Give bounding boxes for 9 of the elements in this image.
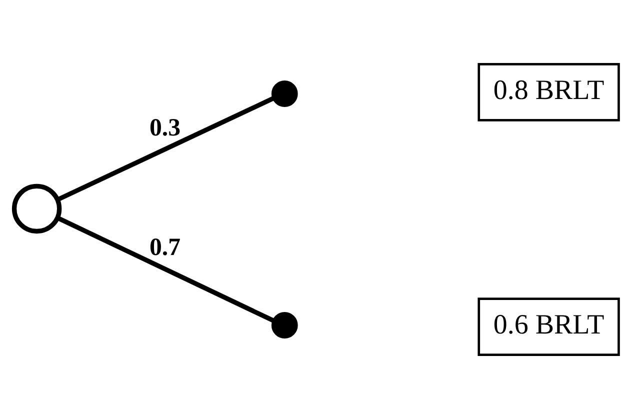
connector bbox=[56, 216, 274, 323]
node-dot bbox=[271, 80, 298, 107]
node-box: 0.6 BRLT bbox=[478, 298, 620, 356]
node-box: 0.8 BRLT bbox=[478, 63, 620, 122]
edge-label: 0.7 bbox=[149, 234, 181, 262]
node-circle bbox=[12, 184, 62, 234]
node-dot bbox=[271, 312, 298, 338]
connector bbox=[56, 96, 274, 202]
edge-label: 0.3 bbox=[149, 114, 181, 142]
